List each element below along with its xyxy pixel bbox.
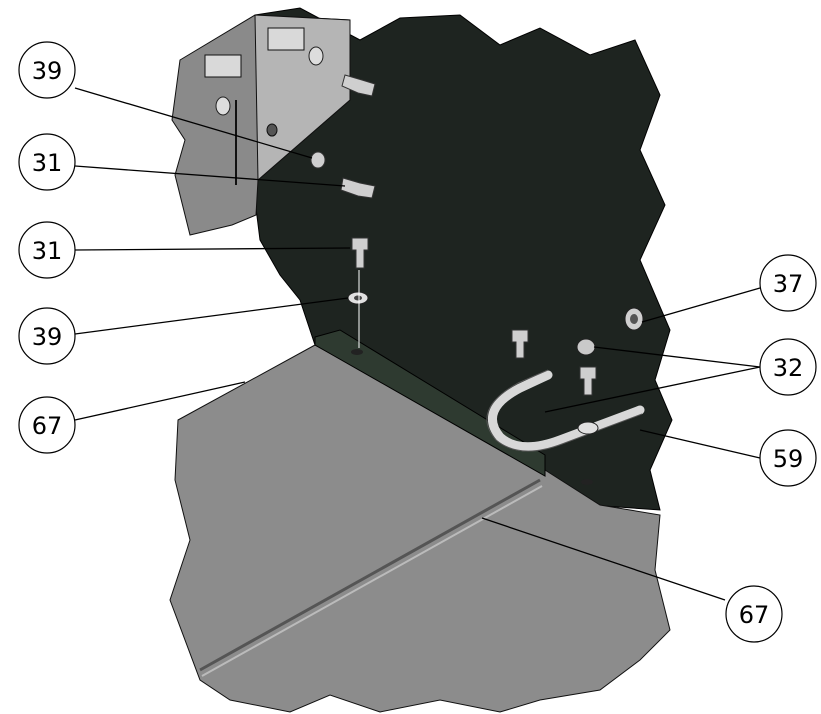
upper-bracket-face (254, 14, 351, 182)
callout-label: 67 (739, 601, 770, 629)
bolt-right-a (511, 329, 529, 359)
callout-32: 32 (759, 338, 817, 396)
upper-nut-right (267, 27, 305, 51)
plate-hole-right (581, 479, 593, 485)
leader-39-mid (74, 297, 349, 335)
bolt-upper-31b (340, 177, 376, 199)
dark-mounting-panel (249, 7, 673, 511)
u-bolt-59 (487, 370, 645, 452)
plate-fold-highlight (201, 485, 543, 677)
bolt-upper-31a (341, 74, 376, 97)
callout-31-mid: 31 (18, 221, 76, 279)
plate-fold-line (199, 478, 541, 672)
washer-37-hole (630, 314, 638, 324)
callout-37: 37 (759, 254, 817, 312)
bolt-31-vertical (351, 237, 369, 269)
plate-top-flange (314, 329, 546, 477)
callout-67-left: 67 (18, 396, 76, 454)
leader-67-right (481, 517, 726, 601)
leader-59 (639, 429, 761, 459)
callout-label: 37 (773, 270, 804, 298)
washer-upper-39 (310, 151, 326, 169)
u-bolt-washer (577, 421, 599, 435)
washer-39-hole (354, 295, 362, 301)
callout-39-mid: 39 (18, 307, 76, 365)
callout-label: 39 (32, 57, 63, 85)
bolt-right-b (579, 366, 597, 396)
callout-label: 59 (773, 445, 804, 473)
upper-washer-1 (215, 96, 231, 116)
callout-39-top: 39 (18, 41, 76, 99)
grey-plate (169, 344, 671, 713)
plate-hole-left (351, 349, 363, 355)
leader-32b (544, 366, 761, 413)
leader-31-mid (74, 247, 351, 251)
leader-67-left (74, 381, 246, 421)
callout-31-top: 31 (18, 133, 76, 191)
callout-label: 31 (32, 237, 63, 265)
upper-washer-2 (308, 46, 324, 66)
nut-32 (576, 338, 596, 356)
callout-label: 32 (773, 354, 804, 382)
upper-hole (266, 123, 278, 137)
callout-label: 31 (32, 149, 63, 177)
leader-39-top (74, 87, 313, 159)
callout-67-right: 67 (725, 585, 783, 643)
callout-59: 59 (759, 429, 817, 487)
leader-32 (593, 346, 761, 368)
u-bolt-59-outline (486, 369, 643, 452)
leader-37 (641, 287, 761, 323)
leader-31-top (74, 165, 346, 187)
callout-label: 39 (32, 323, 63, 351)
upper-nut-left (204, 54, 242, 78)
callout-label: 67 (32, 412, 63, 440)
